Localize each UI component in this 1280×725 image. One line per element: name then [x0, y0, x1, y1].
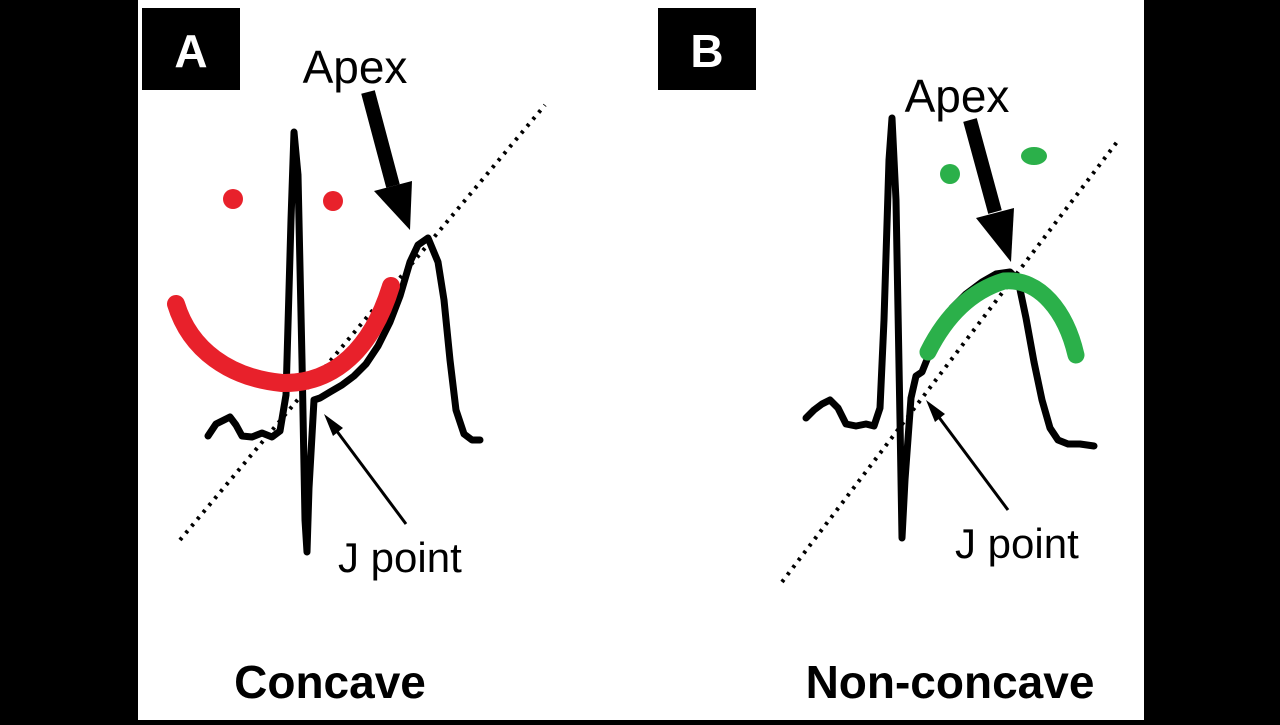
panel-a-j-point-label: J point	[338, 534, 462, 581]
panel-a-smiley-right-eye	[323, 191, 343, 211]
panel-b-badge	[658, 8, 756, 90]
panel-b-apex-arrow-shaft	[963, 118, 1002, 214]
panel-a-smiley-left-eye	[223, 189, 243, 209]
panel-b-apex-arrow-head	[976, 208, 1014, 262]
panel-b-j-point-label: J point	[955, 520, 1079, 567]
panel-a-smiley-mouth	[167, 277, 400, 393]
panel-a: A Apex J point Concave	[142, 8, 547, 708]
panel-b-frown-left-eye	[940, 164, 960, 184]
panel-b-dotted-line	[780, 140, 1119, 584]
panel-a-j-point-arrow-shaft	[334, 429, 408, 525]
panel-b-apex-label: Apex	[905, 70, 1010, 122]
panel-b-frown-mouth	[919, 272, 1085, 364]
panel-b-j-point-arrow-shaft	[936, 415, 1010, 511]
panel-a-apex-arrow-shaft	[361, 90, 400, 188]
panel-b-caption: Non-concave	[806, 656, 1095, 708]
panel-b-j-point-arrow-head	[926, 400, 945, 422]
panel-a-apex-arrow-head	[374, 181, 412, 230]
panel-a-badge	[142, 8, 240, 90]
panel-a-apex-label: Apex	[303, 41, 408, 93]
panel-b-frown-right-eye	[1021, 147, 1047, 165]
panel-a-ecg-waveform	[204, 128, 484, 556]
panel-a-j-point-arrow-head	[324, 414, 343, 436]
panel-b-ecg-waveform	[802, 114, 1098, 542]
panel-a-badge-letter: A	[174, 25, 207, 77]
panel-a-caption: Concave	[234, 656, 426, 708]
panel-b-badge-letter: B	[690, 25, 723, 77]
panel-b: B Apex J point Non-concave	[658, 8, 1119, 708]
